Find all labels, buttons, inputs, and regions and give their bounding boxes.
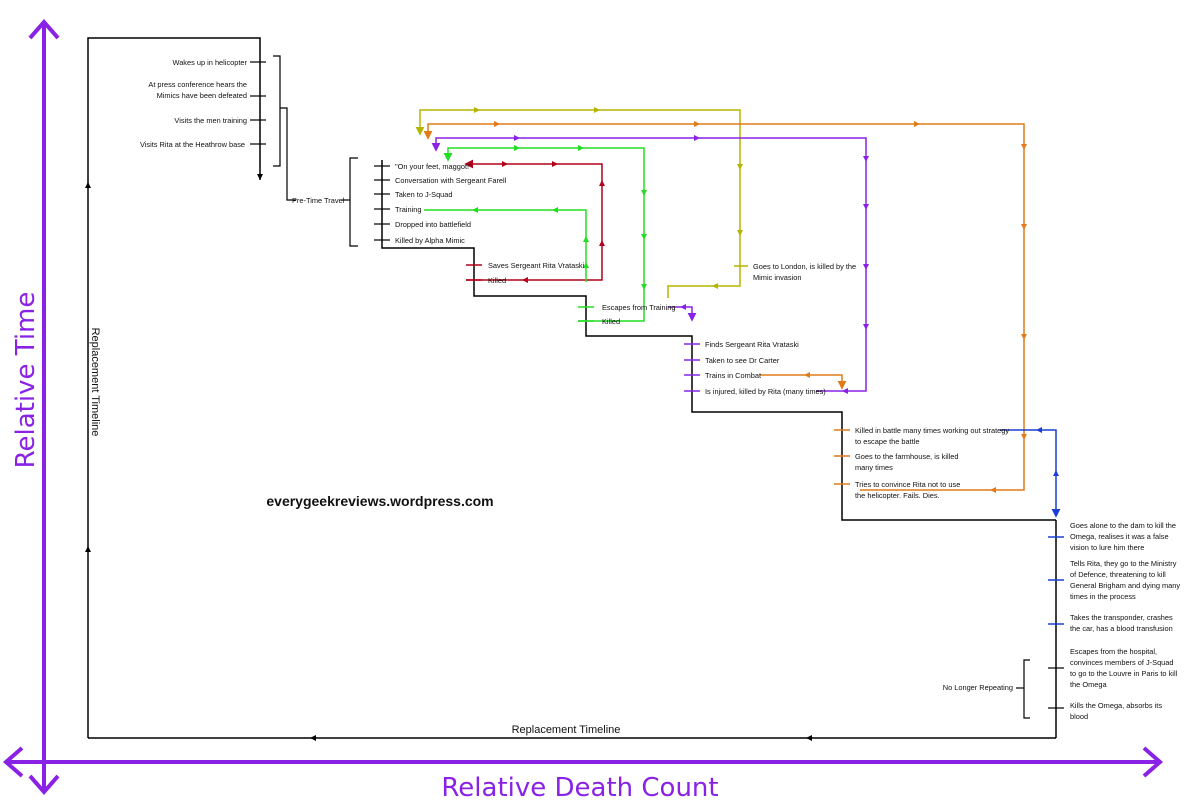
event-line: Killed (602, 317, 620, 326)
event-line: many times (855, 463, 893, 472)
event-conversation: Conversation with Sergeant Farell (395, 176, 507, 185)
loop-orange-arrows (494, 121, 1027, 493)
event-line: Killed by Alpha Mimic (395, 236, 465, 245)
event-killed-1: Killed (488, 276, 506, 285)
event-line: Visits the men training (174, 116, 247, 125)
loop-olive (415, 109, 748, 298)
x-axis (2, 746, 1164, 778)
loop-green (424, 147, 645, 322)
event-line: Training (395, 205, 421, 214)
event-transponder: Takes the transponder, crashes the car, h… (1070, 613, 1173, 633)
loop-red (464, 159, 603, 281)
main-step-timeline (381, 160, 1056, 521)
loop-olive-arrows (474, 107, 743, 289)
event-line: to escape the battle (855, 437, 920, 446)
event-killed-2: Killed (602, 317, 620, 326)
site-url: everygeekreviews.wordpress.com (266, 493, 493, 509)
event-line: Mimics have been defeated (157, 91, 247, 100)
event-labels: Wakes up in helicopter At press conferenc… (140, 58, 1180, 721)
replacement-timeline-bottom-label: Replacement Timeline (512, 724, 621, 736)
event-injured: Is injured, killed by Rita (many times) (705, 387, 826, 396)
event-line: Mimic invasion (753, 273, 801, 282)
loop-purple (431, 137, 867, 392)
event-line: General Brigham and dying many (1070, 581, 1180, 590)
event-training: Training (395, 205, 421, 214)
replacement-timeline-side-label: Replacement Timeline (89, 328, 101, 437)
replacement-timeline (87, 37, 1057, 739)
loop-red-arrows (502, 161, 605, 283)
no-longer-repeating-label: No Longer Repeating (943, 683, 1013, 692)
event-line: Omega, realises it was a false (1070, 532, 1169, 541)
event-line: Tries to convince Rita not to use (855, 480, 960, 489)
event-farmhouse: Goes to the farmhouse, is killed many tim… (855, 452, 959, 472)
event-line: blood (1070, 712, 1088, 721)
event-line: Goes to London, is killed by the (753, 262, 856, 271)
event-line: Visits Rita at the Heathrow base (140, 140, 245, 149)
event-line: Takes the transponder, crashes (1070, 613, 1173, 622)
event-line: the Omega (1070, 680, 1107, 689)
y-axis-title: Relative Time (11, 292, 41, 469)
event-hospital: Escapes from the hospital, convinces memb… (1070, 647, 1178, 689)
event-line: Goes to the farmhouse, is killed (855, 452, 959, 461)
event-line: Saves Sergeant Rita Vrataski (488, 261, 585, 270)
event-line: Killed in battle many times working out … (855, 426, 1009, 435)
event-line: Conversation with Sergeant Farell (395, 176, 507, 185)
loop-orange (423, 123, 1025, 491)
event-line: convinces members of J-Squad (1070, 658, 1174, 667)
event-line: Is injured, killed by Rita (many times) (705, 387, 826, 396)
event-line: Trains in Combat (705, 371, 761, 380)
event-ministry: Tells Rita, they go to the Ministry of De… (1070, 559, 1180, 601)
event-finds-rita: Finds Sergeant Rita Vrataski (705, 340, 799, 349)
event-line: Dropped into battlefield (395, 220, 471, 229)
event-visits-men: Visits the men training (174, 116, 247, 125)
event-killed-alpha: Killed by Alpha Mimic (395, 236, 465, 245)
event-line: At press conference hears the (148, 80, 247, 89)
event-line: the car, has a blood transfusion (1070, 624, 1173, 633)
event-line: Escapes from the hospital, (1070, 647, 1157, 656)
event-helicopter: Wakes up in helicopter (173, 58, 248, 67)
event-line: of Defence, threatening to kill (1070, 570, 1166, 579)
event-kills-omega: Kills the Omega, absorbs its blood (1070, 701, 1162, 721)
event-convince-rita: Tries to convince Rita not to use the hel… (855, 480, 960, 500)
event-escapes-training: Escapes from Training (602, 303, 676, 312)
x-axis-title: Relative Death Count (441, 773, 718, 803)
event-line: Tells Rita, they go to the Ministry (1070, 559, 1177, 568)
event-battle-strategy: Killed in battle many times working out … (855, 426, 1009, 446)
event-line: Taken to J-Squad (395, 190, 453, 199)
event-line: vision to lure him there (1070, 543, 1144, 552)
event-line: Taken to see Dr Carter (705, 356, 780, 365)
loop-purple-arrows (514, 135, 869, 394)
event-dr-carter: Taken to see Dr Carter (705, 356, 780, 365)
y-axis (28, 18, 60, 796)
timeline-arrows (85, 174, 812, 741)
event-trains-combat: Trains in Combat (705, 371, 761, 380)
event-line: Killed (488, 276, 506, 285)
event-line: Kills the Omega, absorbs its (1070, 701, 1162, 710)
event-line: Escapes from Training (602, 303, 676, 312)
event-line: Finds Sergeant Rita Vrataski (705, 340, 799, 349)
pre-time-travel-brackets (250, 55, 390, 247)
pre-time-travel-label: Pre-Time Travel (292, 196, 345, 205)
loop-blue (1000, 429, 1064, 625)
event-line: times in the process (1070, 592, 1136, 601)
event-line: "On your feet, maggot!" (395, 162, 472, 171)
loop-green-arrows (472, 145, 647, 290)
no-longer-repeating-bracket (1016, 659, 1064, 719)
event-saves-rita: Saves Sergeant Rita Vrataski (488, 261, 585, 270)
loop-blue-arrows (1036, 427, 1059, 476)
event-dropped: Dropped into battlefield (395, 220, 471, 229)
event-visits-rita-base: Visits Rita at the Heathrow base (140, 140, 245, 149)
event-on-your-feet: "On your feet, maggot!" (395, 162, 472, 171)
event-taken-j-squad: Taken to J-Squad (395, 190, 453, 199)
event-line: the helicopter. Fails. Dies. (855, 491, 940, 500)
event-line: Wakes up in helicopter (173, 58, 248, 67)
event-line: to go to the Louvre in Paris to kill (1070, 669, 1178, 678)
event-line: Goes alone to the dam to kill the (1070, 521, 1176, 530)
